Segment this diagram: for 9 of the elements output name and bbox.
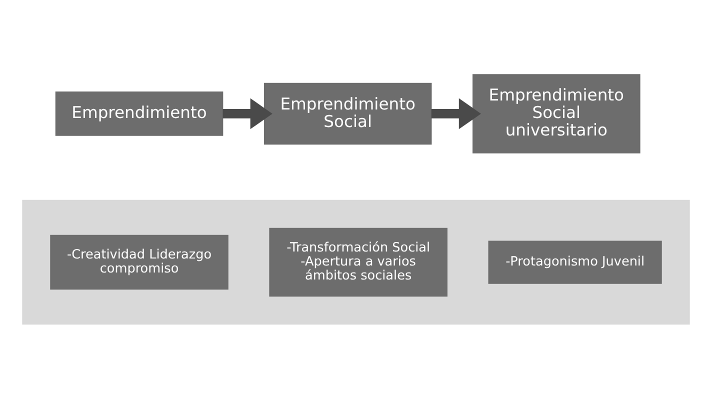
arrow [222, 98, 272, 130]
arrow [431, 98, 482, 130]
node-box: -Protagonismo Juvenil [488, 240, 662, 284]
cluster [22, 200, 690, 325]
node-box: Emprendimiento [55, 92, 224, 136]
node-box: Emprendimiento Social universitario [472, 74, 640, 154]
node-box: -Creatividad Liderazgo compromiso [50, 234, 228, 290]
node-box: Emprendimiento Social [264, 82, 432, 145]
node-box: -Transformación Social -Apertura a varios ámbitos sociales [269, 228, 448, 297]
